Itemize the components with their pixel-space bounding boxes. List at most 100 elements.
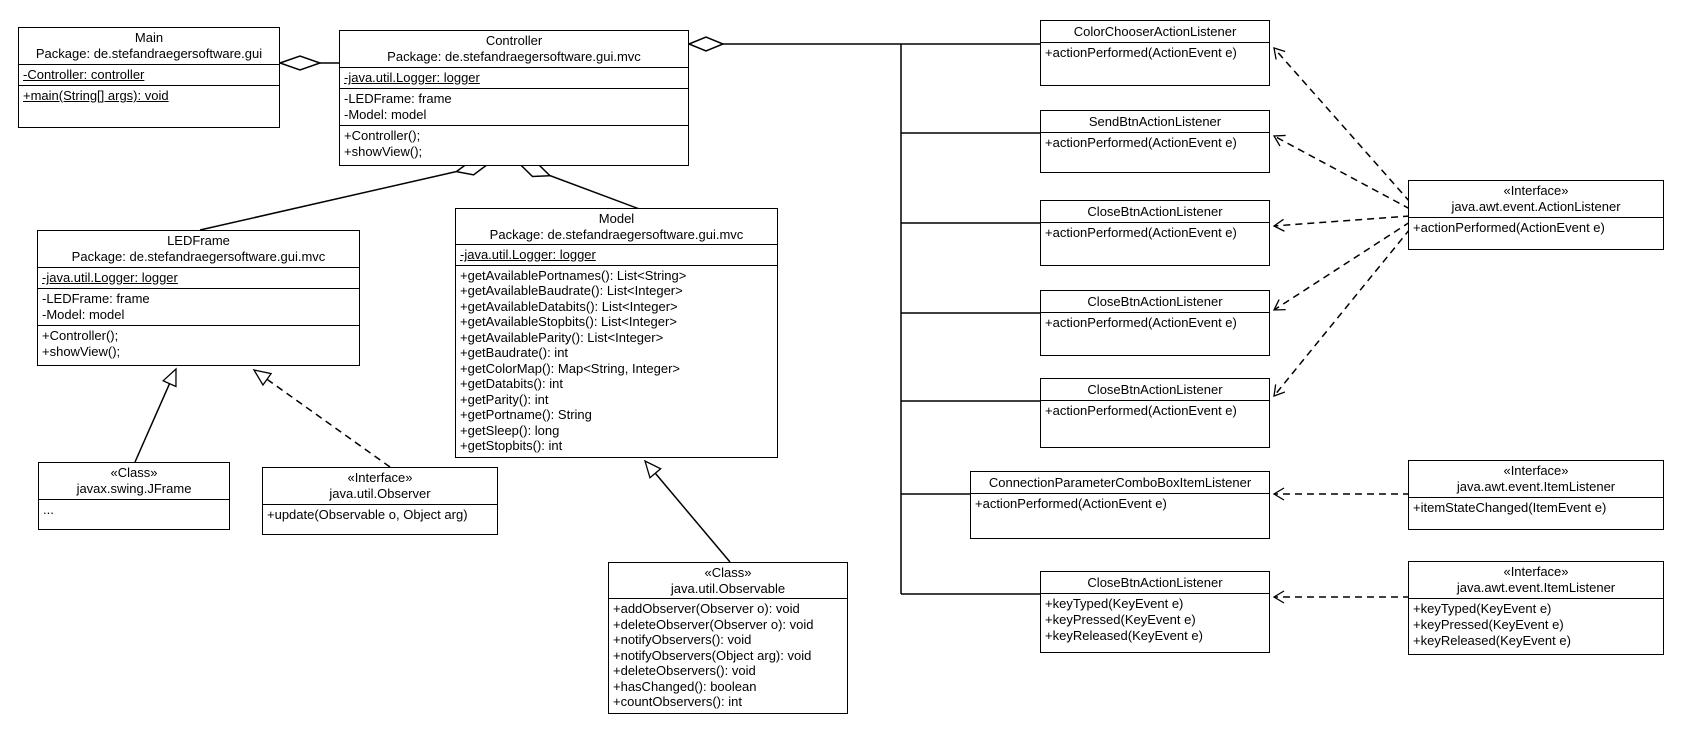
class-header: LEDFrame Package: de.stefandraegersoftwa…	[38, 231, 359, 268]
static-compartment: -java.util.Logger: logger	[456, 245, 777, 266]
class-box-main: Main Package: de.stefandraegersoftware.g…	[18, 27, 280, 128]
method: +keyPressed(KeyEvent e)	[1045, 612, 1196, 627]
realization-observer-ledframe	[252, 369, 391, 468]
method: +getStopbits(): int	[460, 438, 563, 453]
class-title: java.awt.event.ActionListener	[1451, 199, 1621, 214]
class-header: Controller Package: de.stefandraegersoft…	[340, 31, 688, 68]
class-box-connectionparametercomboboxitemlistener: ConnectionParameterComboBoxItemListener …	[970, 471, 1270, 539]
class-title: java.util.Observer	[329, 486, 431, 501]
generalization-observable-model	[643, 459, 731, 563]
class-title: ColorChooserActionListener	[1041, 21, 1269, 43]
attribute: -Model: model	[42, 307, 125, 322]
method: +showView();	[344, 144, 423, 159]
class-header: Main Package: de.stefandraegersoftware.g…	[19, 28, 279, 65]
method: +getBaudrate(): int	[460, 345, 569, 360]
class-box-colorchooseractionlistener: ColorChooserActionListener +actionPerfor…	[1040, 20, 1270, 86]
class-package: Package: de.stefandraegersoftware.gui	[35, 46, 263, 61]
class-title: Controller	[485, 33, 543, 48]
class-title: CloseBtnActionListener	[1041, 201, 1269, 223]
methods-compartment: +actionPerformed(ActionEvent e)	[1041, 133, 1269, 172]
class-title: javax.swing.JFrame	[76, 481, 192, 496]
methods-compartment: +actionPerformed(ActionEvent e)	[1041, 401, 1269, 447]
class-title: java.awt.event.ItemListener	[1456, 479, 1616, 494]
methods-compartment: +actionPerformed(ActionEvent e)	[1041, 223, 1269, 265]
methods-compartment: ...	[39, 500, 229, 529]
method: +keyReleased(KeyEvent e)	[1413, 633, 1571, 648]
method: +actionPerformed(ActionEvent e)	[1045, 403, 1237, 418]
class-title: Main	[134, 30, 164, 45]
method: +getAvailableParity(): List<Integer>	[460, 329, 664, 345]
method: +getDatabits(): int	[460, 376, 563, 391]
class-stereotype: «Interface»	[1503, 463, 1569, 478]
method: +update(Observable o, Object arg)	[267, 507, 468, 522]
class-header: «Interface» java.util.Observer	[263, 468, 497, 505]
class-title: LEDFrame	[167, 233, 230, 248]
aggregation-controller-listeners	[687, 36, 1040, 595]
class-stereotype: «Class»	[704, 565, 752, 580]
class-header: «Interface» java.awt.event.ItemListener	[1409, 562, 1663, 599]
class-box-observer: «Interface» java.util.Observer +update(O…	[262, 467, 498, 535]
methods-compartment: +actionPerformed(ActionEvent e)	[1041, 313, 1269, 355]
class-box-model: Model Package: de.stefandraegersoftware.…	[455, 208, 778, 458]
class-stereotype: «Interface»	[1503, 183, 1569, 198]
method: +actionPerformed(ActionEvent e)	[1413, 220, 1605, 235]
aggregation-main-controller	[277, 55, 340, 71]
class-header: «Class» javax.swing.JFrame	[39, 463, 229, 500]
attribute: -LEDFrame: frame	[42, 291, 150, 306]
class-stereotype: «Interface»	[1503, 564, 1569, 579]
method: +actionPerformed(ActionEvent e)	[1045, 135, 1237, 150]
method: +countObservers(): int	[613, 694, 742, 709]
methods-compartment: +addObserver(Observer o): void+deleteObs…	[609, 599, 847, 713]
class-stereotype: «Interface»	[347, 470, 413, 485]
method: +getAvailableStopbits(): List<Integer>	[460, 314, 677, 329]
class-package: Package: de.stefandraegersoftware.gui.mv…	[71, 249, 326, 264]
methods-compartment: +Controller();+showView();	[38, 326, 359, 365]
method: +Controller();	[344, 128, 421, 143]
methods-compartment: +getAvailablePortnames(): List<String> +g…	[456, 266, 777, 458]
method: +keyReleased(KeyEvent e)	[1045, 628, 1203, 643]
class-title: ConnectionParameterComboBoxItemListener	[971, 472, 1269, 494]
method: +deleteObservers(): void	[613, 663, 756, 678]
class-package: Package: de.stefandraegersoftware.gui.mv…	[387, 49, 641, 64]
class-header: «Interface» java.awt.event.ActionListene…	[1409, 181, 1663, 218]
methods-compartment: +actionPerformed(ActionEvent e)	[1041, 43, 1269, 85]
attribute: -LEDFrame: frame	[344, 91, 452, 106]
realization-actionlistener-fan	[1272, 47, 1411, 397]
class-title: CloseBtnActionListener	[1041, 291, 1269, 313]
method: +Controller();	[42, 328, 119, 343]
method: +keyPressed(KeyEvent e)	[1413, 617, 1564, 632]
class-box-closebtnactionlistener-3: CloseBtnActionListener +actionPerformed(…	[1040, 378, 1270, 448]
method: +showView();	[42, 344, 121, 359]
attributes-compartment: -Controller: controller	[19, 65, 279, 86]
static-attribute: -java.util.Logger: logger	[460, 247, 596, 262]
methods-compartment: +actionPerformed(ActionEvent e)	[1409, 218, 1663, 249]
class-box-closebtnactionlistener-keys: CloseBtnActionListener +keyTyped(KeyEven…	[1040, 571, 1270, 653]
class-title: java.awt.event.ItemListener	[1456, 580, 1616, 595]
method: +notifyObservers(): void	[613, 632, 752, 647]
method: +getColorMap(): Map<String, Integer>	[460, 360, 681, 376]
interface-box-actionlistener: «Interface» java.awt.event.ActionListene…	[1408, 180, 1664, 250]
class-box-sendbtnactionlistener: SendBtnActionListener +actionPerformed(A…	[1040, 110, 1270, 173]
method: +getAvailableDatabits(): List<Integer>	[460, 298, 678, 314]
method: +keyTyped(KeyEvent e)	[1413, 601, 1552, 616]
static-attribute: -java.util.Logger: logger	[344, 70, 480, 85]
method: +addObserver(Observer o): void	[613, 601, 800, 616]
methods-compartment: +update(Observable o, Object arg)	[263, 505, 497, 534]
method: +main(String[] args): void	[23, 88, 169, 103]
method: +actionPerformed(ActionEvent e)	[1045, 315, 1237, 330]
method: +itemStateChanged(ItemEvent e)	[1413, 500, 1607, 515]
class-title: CloseBtnActionListener	[1041, 572, 1269, 594]
class-box-jframe: «Class» javax.swing.JFrame ...	[38, 462, 230, 530]
method: +deleteObserver(Observer o): void	[613, 616, 814, 632]
methods-compartment: +actionPerformed(ActionEvent e)	[971, 494, 1269, 538]
class-box-ledframe: LEDFrame Package: de.stefandraegersoftwa…	[37, 230, 360, 366]
method: +notifyObservers(Object arg): void	[613, 647, 812, 663]
static-compartment: -java.util.Logger: logger	[340, 68, 688, 89]
class-box-closebtnactionlistener-1: CloseBtnActionListener +actionPerformed(…	[1040, 200, 1270, 266]
attribute: -Model: model	[344, 107, 427, 122]
method: +actionPerformed(ActionEvent e)	[975, 496, 1167, 511]
generalization-jframe-ledframe	[134, 367, 177, 463]
method: +getAvailablePortnames(): List<String>	[460, 267, 687, 283]
